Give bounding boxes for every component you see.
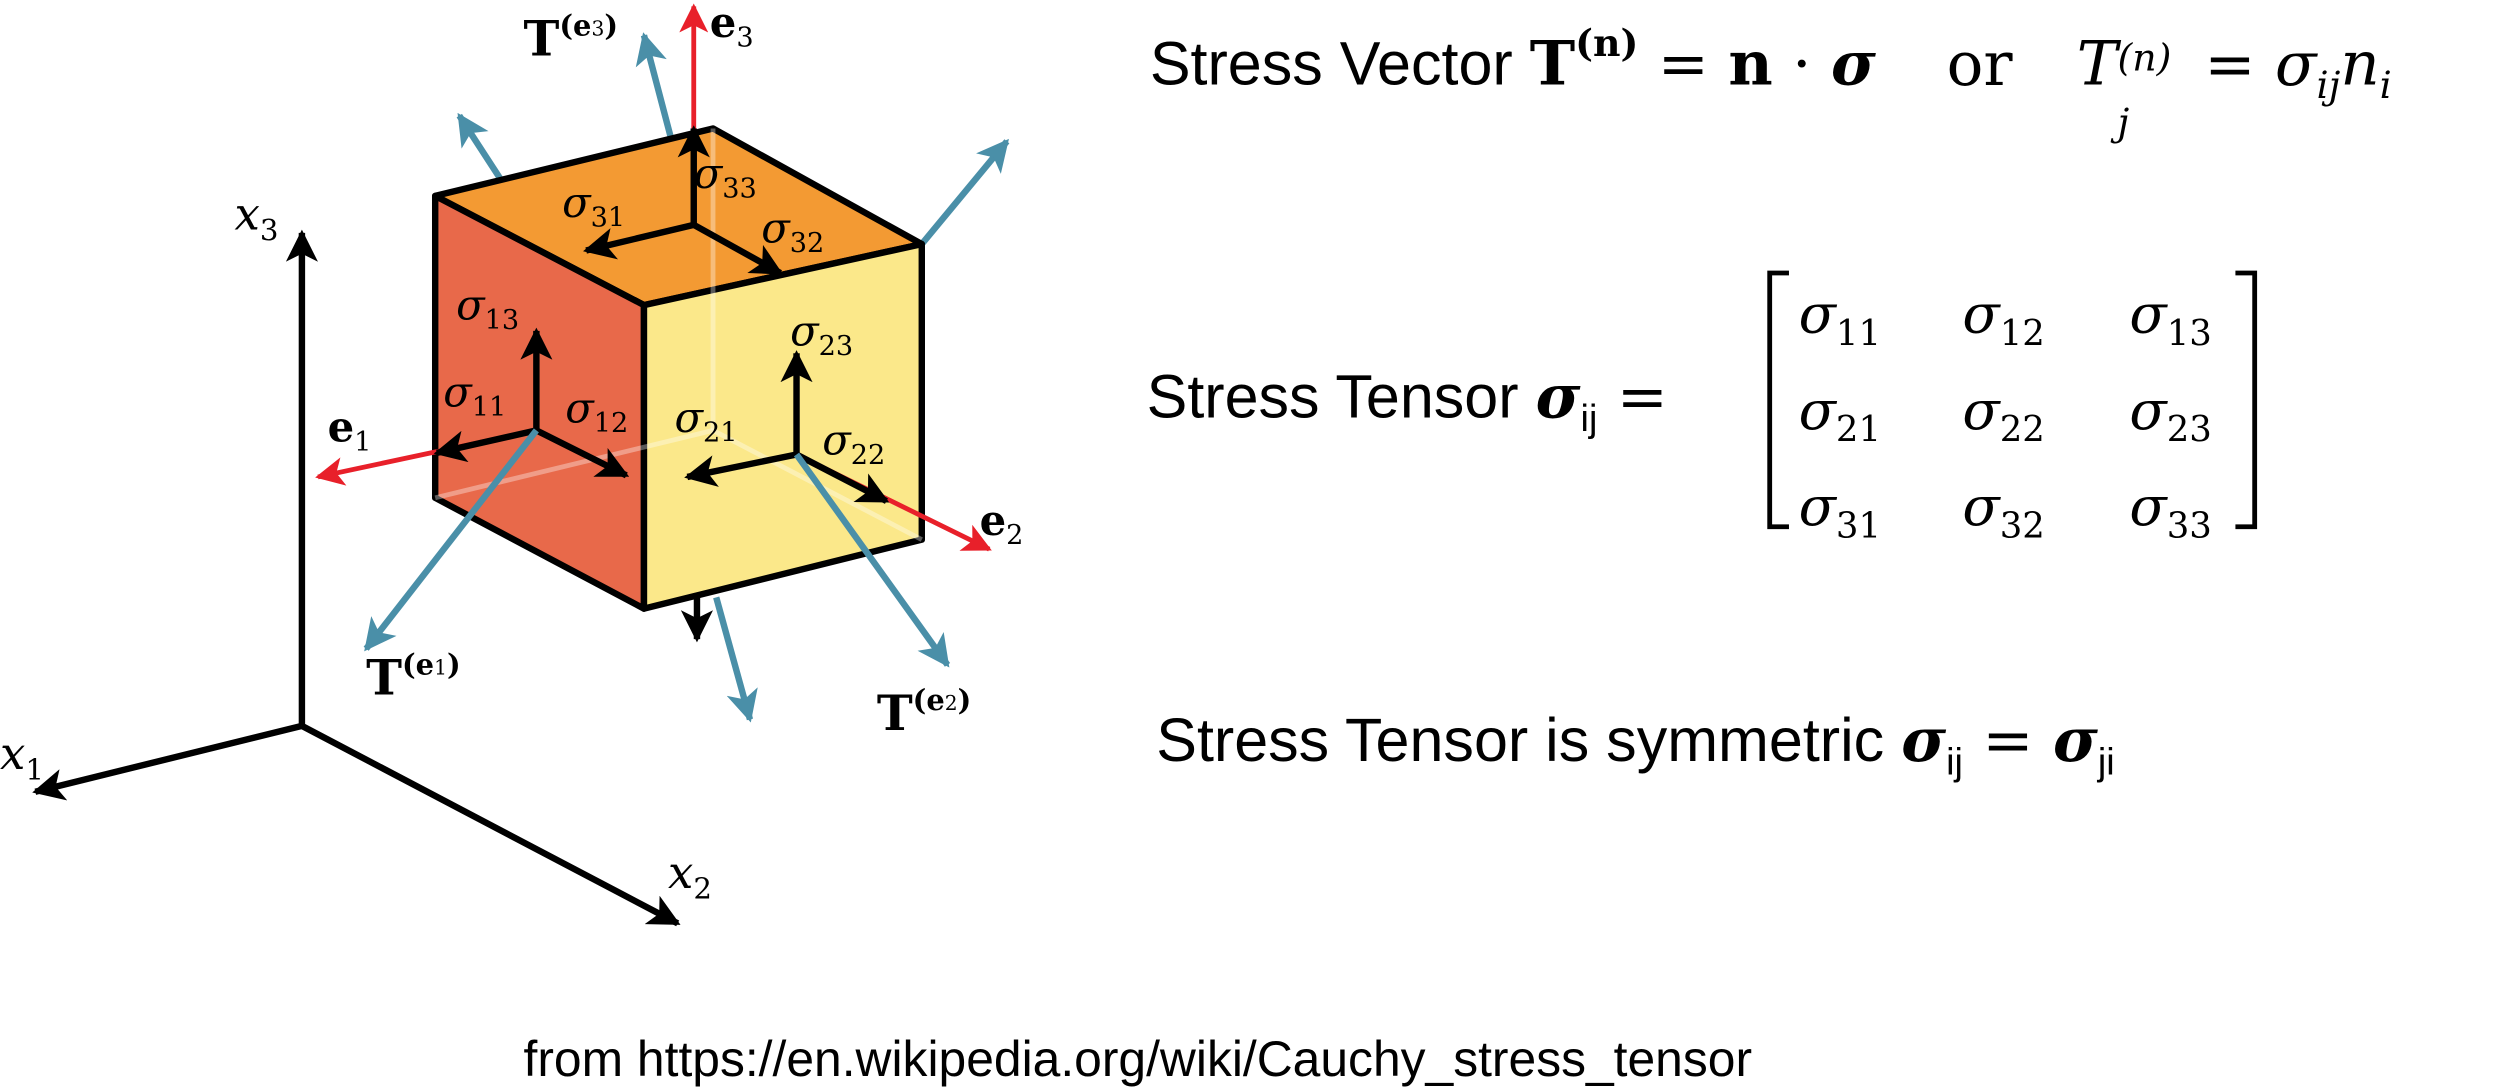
x2-label: x2	[668, 846, 713, 907]
matrix-brackets	[1767, 270, 2258, 530]
sigma23-label: σ23	[790, 308, 854, 362]
x2-axis	[300, 723, 681, 927]
traction-arrow-right	[919, 138, 1010, 247]
stress-tensor-label: Stress Tensor σij =	[1146, 359, 1668, 439]
cube	[431, 125, 925, 612]
sigma13-label: σ13	[456, 282, 520, 336]
x1-label: x1	[0, 727, 44, 788]
traction-arrow-bottom	[713, 596, 758, 723]
symmetric-equation: Stress Tensor is symmetric σij = σji	[1156, 703, 2115, 783]
sigma21-label: σ21	[674, 395, 738, 448]
e2-label: e2	[979, 497, 1024, 551]
x3-label: x3	[234, 187, 279, 248]
coordinate-axes	[32, 229, 681, 927]
matrix-cell-13: σ13	[2129, 282, 2212, 355]
t-e3-label: T(e3)	[523, 9, 619, 69]
matrix-cell-32: σ32	[1962, 475, 2045, 548]
sigma32-arrow	[692, 222, 784, 276]
source-caption: from https://en.wikipedia.org/wiki/Cauch…	[523, 1030, 1753, 1088]
stress-arrows	[433, 125, 890, 643]
sigma32-label: σ32	[761, 205, 825, 259]
sigma22-label: σ22	[822, 417, 886, 471]
matrix-cell-11: σ11	[1798, 282, 1882, 355]
sigma12-arrow	[534, 427, 630, 479]
matrix-cell-33: σ33	[2129, 475, 2212, 548]
e3-label: e3	[709, 0, 754, 53]
stress-tensor-matrix: σ11 σ12 σ13 σ21 σ22 σ23 σ31 σ32 σ33	[1766, 270, 2258, 547]
e1-label: e1	[327, 404, 372, 458]
t-e1-label: T(e1)	[366, 648, 461, 708]
sigma12-label: σ12	[565, 385, 629, 439]
matrix-cell-22: σ22	[1962, 378, 2045, 451]
t-e2-label: T(e2)	[876, 684, 972, 743]
cube-right-face	[640, 240, 925, 612]
sigma31-arrow	[583, 221, 695, 260]
sigma11-label: σ11	[443, 369, 507, 423]
traction-arrow-t-e1	[363, 428, 539, 652]
sigma11-arrow	[433, 427, 538, 463]
matrix-cell-12: σ12	[1962, 282, 2045, 355]
traction-arrow-upper-left	[456, 112, 504, 182]
sigma31-label: σ31	[562, 179, 626, 233]
sigma21-arrow	[684, 451, 798, 487]
sigma33-label: σ33	[693, 150, 757, 204]
x1-axis	[32, 722, 303, 801]
matrix-cell-31: σ31	[1798, 475, 1882, 548]
matrix-cell-23: σ23	[2129, 378, 2212, 451]
traction-arrows-front	[363, 428, 951, 668]
traction-arrow-t-e2	[793, 452, 951, 668]
matrix-cell-21: σ21	[1798, 378, 1882, 451]
sigma22-arrow	[795, 451, 890, 504]
